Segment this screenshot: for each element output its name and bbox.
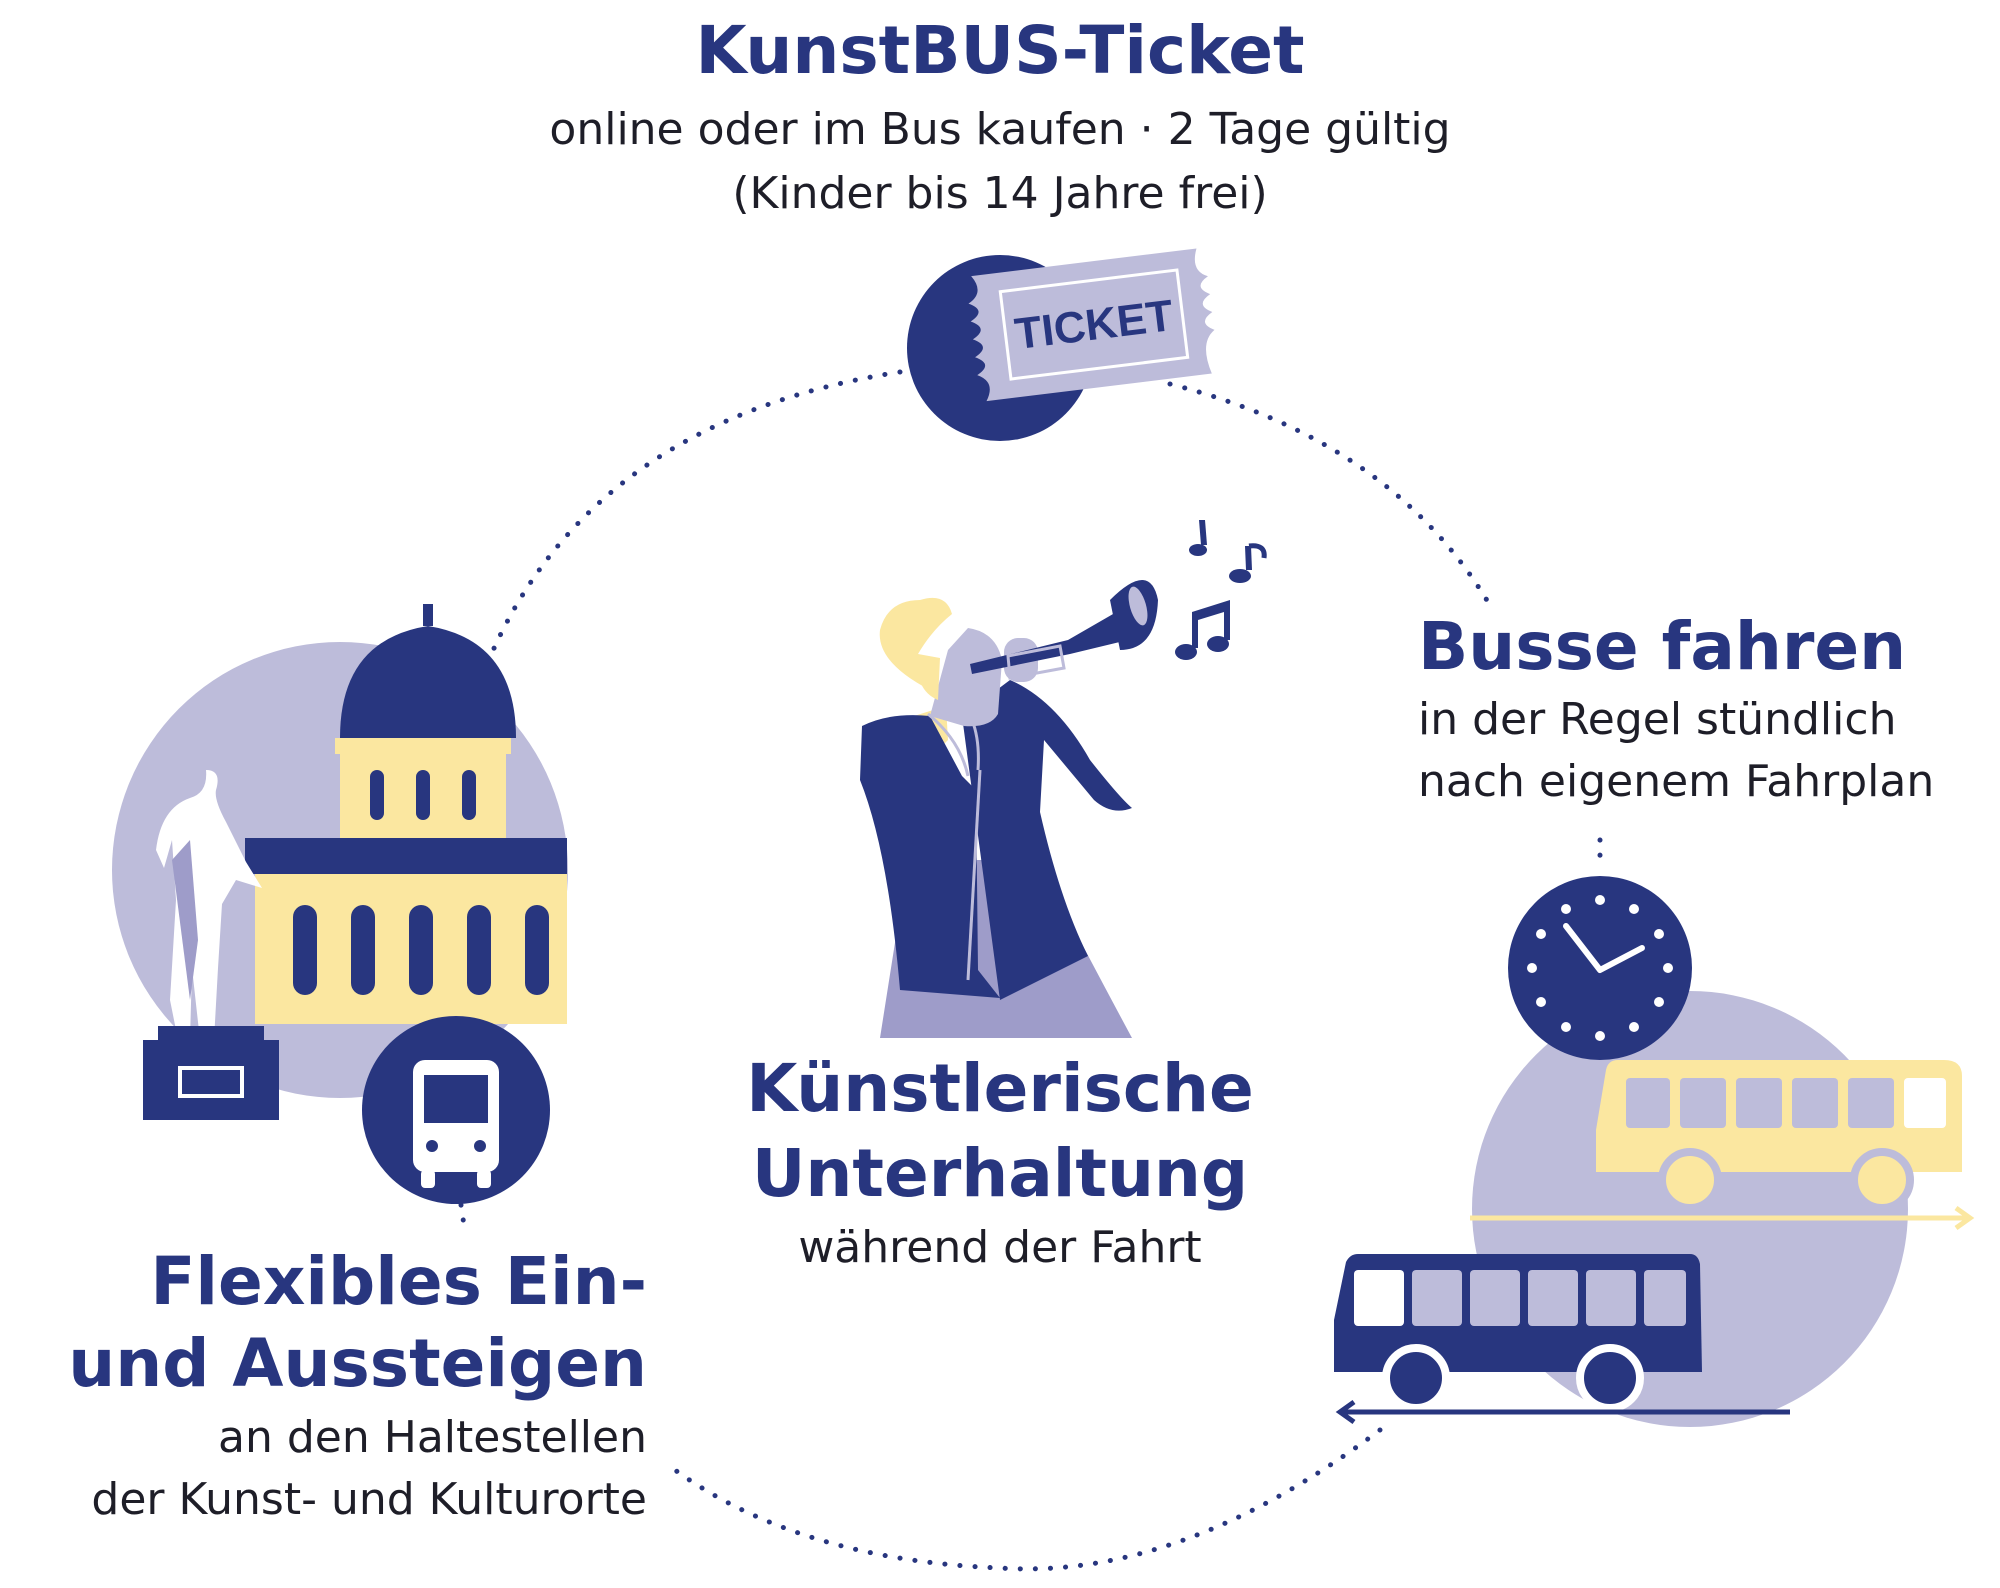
ticket-icon: TICKET bbox=[907, 248, 1215, 441]
ticket-title: KunstBUS-Ticket bbox=[695, 12, 1305, 89]
ticket-children-info: (Kinder bis 14 Jahre frei) bbox=[732, 168, 1268, 219]
navy-bus-icon bbox=[1334, 1254, 1790, 1425]
buses-schedule-text: nach eigenem Fahrplan bbox=[1418, 756, 1935, 807]
flexible-title-line1: Flexibles Ein- bbox=[150, 1243, 647, 1320]
buses-frequency-text: in der Regel stündlich bbox=[1418, 694, 1897, 745]
yellow-bus-icon bbox=[1470, 1060, 1975, 1231]
dotted-arc-ticket-to-museum bbox=[485, 369, 903, 665]
museum-building-icon bbox=[112, 604, 568, 1098]
flexible-culture-text: der Kunst- und Kulturorte bbox=[91, 1474, 647, 1525]
trumpet-player-icon bbox=[860, 580, 1158, 1038]
flexible-stops-text: an den Haltestellen bbox=[218, 1412, 647, 1463]
flexible-title-line2: und Aussteigen bbox=[68, 1325, 647, 1402]
bus-stop-icon bbox=[362, 1016, 550, 1204]
dotted-arc-busstop-to-text bbox=[458, 1202, 468, 1235]
ticket-purchase-info: online oder im Bus kaufen · 2 Tage gülti… bbox=[549, 104, 1451, 155]
music-notes-icon bbox=[1175, 520, 1267, 660]
entertainment-subtitle: während der Fahrt bbox=[798, 1222, 1202, 1273]
clock-icon bbox=[1508, 876, 1692, 1060]
entertainment-title-line1: Künstlerische bbox=[746, 1050, 1254, 1127]
entertainment-title-line2: Unterhaltung bbox=[751, 1135, 1249, 1212]
dotted-cycle-path bbox=[458, 369, 1603, 1572]
buses-title: Busse fahren bbox=[1418, 608, 1907, 685]
bus-icon bbox=[1334, 991, 1975, 1427]
dotted-arc-bus-to-bottom bbox=[672, 1427, 1383, 1572]
dotted-arc-ticket-to-bus bbox=[1167, 381, 1491, 605]
statue-icon bbox=[143, 770, 279, 1120]
